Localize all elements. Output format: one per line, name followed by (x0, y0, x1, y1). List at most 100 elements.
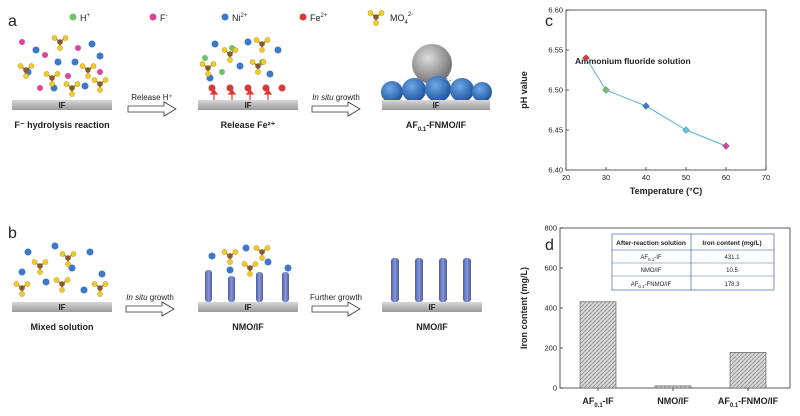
c-point-3 (682, 126, 690, 134)
chart-c-annotation: Ammonium fluoride solution (575, 56, 691, 66)
table-row-3-value: 178.3 (724, 282, 740, 288)
b-step2-caption: NMO/IF (232, 322, 264, 332)
d-bar-1 (654, 385, 692, 389)
a-arrow1-label: Release H⁺ (131, 93, 173, 102)
a-arrow2-icon (311, 101, 361, 117)
legend-ni2: Ni2+ (232, 13, 248, 23)
c-ytick-label-4: 6.60 (548, 6, 563, 15)
chart-d-ylabel: Iron content (mg/L) (519, 267, 529, 349)
table-row-3-name: AF0.1-FNMO/IF (631, 282, 672, 289)
c-xtick-label-5: 70 (762, 173, 770, 182)
d-ytick-label-3: 600 (544, 264, 557, 273)
c-ytick-label-2: 6.50 (548, 86, 563, 95)
panel-label-a: a (8, 13, 17, 30)
d-category-label-2: AF0.1-FNMO/IF (718, 396, 779, 409)
b-arrow-2: Further growth (310, 293, 362, 317)
d-category-label-0: AF0.1-IF (582, 396, 614, 409)
table-header-solution: After-reaction solution (616, 240, 686, 247)
a-step3-scene: IF AF0.1-FNMO/IF (381, 44, 492, 133)
chart-c-frame (565, 9, 767, 171)
a-substrate-2 (198, 100, 298, 110)
b-step1-scene: IF Mixed solution (12, 242, 112, 332)
ni-dot-icon (221, 13, 229, 21)
b-arrow2-icon (311, 301, 361, 317)
table-row-2-name: NMO/IF (641, 268, 662, 274)
mo4-molecule-icon (367, 9, 385, 27)
d-ytick-label-2: 400 (544, 304, 557, 313)
b-substrate-2 (198, 302, 298, 312)
d-bar-0 (579, 301, 617, 389)
chart-c-xlabel: Temperature (°C) (630, 186, 702, 196)
a-arrow-2: In situ growth (311, 93, 361, 117)
c-point-2 (642, 102, 650, 110)
a-substrate-1 (12, 100, 112, 110)
sem-sphere-inset (412, 44, 452, 84)
c-xtick-label-2: 40 (642, 173, 650, 182)
c-point-4 (722, 142, 730, 150)
b-step3-scene: IF NMO/IF (382, 258, 482, 332)
a-arrow2-label: In situ growth (312, 93, 360, 102)
b-substrate-3-label: IF (428, 303, 435, 312)
c-xtick-label-1: 30 (602, 173, 610, 182)
chart-d-table: After-reaction solution Iron content (mg… (611, 233, 775, 291)
a-substrate-3-label: IF (432, 101, 439, 110)
table-row-2-value: 10.5 (726, 268, 738, 274)
a-step1-caption: F⁻ hydrolysis reaction (14, 120, 109, 130)
panel-a: IF F⁻ hydrolysis reaction Release H⁺ (12, 34, 492, 133)
legend-mo4: MO42- (390, 12, 413, 26)
b-arrow-1: In situ growth (125, 293, 175, 317)
a-substrate-3 (382, 100, 490, 110)
panel-b: IF Mixed solution In situ growth IF NMO/… (12, 242, 482, 332)
b-substrate-2-label: IF (244, 303, 251, 312)
d-bar-2 (729, 352, 767, 389)
panel-label-d: d (545, 237, 554, 254)
c-xtick-label-3: 50 (682, 173, 690, 182)
b-arrow1-label: In situ growth (126, 293, 174, 302)
h-plus-dot-icon (69, 13, 77, 21)
b-arrow2-label: Further growth (310, 293, 362, 302)
b-arrow1-icon (125, 301, 175, 317)
d-ytick-label-0: 0 (553, 384, 557, 393)
f-minus-dot-icon (149, 13, 157, 21)
c-ytick-label-3: 6.55 (548, 46, 563, 55)
table-header-iron: Iron content (mg/L) (702, 240, 761, 247)
chart-c: Ammonium fluoride solution Temperature (… (519, 6, 770, 197)
chart-c-ylabel: pH value (519, 71, 529, 109)
b-substrate-3 (382, 302, 482, 312)
d-ytick-label-4: 800 (544, 224, 557, 233)
fe-dot-icon (299, 13, 307, 21)
a-step2-scene: IF Release Fe²⁺ (198, 36, 298, 130)
table-row-1-name: AF0.1-IF (640, 255, 662, 262)
c-xtick-label-0: 20 (562, 173, 570, 182)
legend: H+ F- Ni2+ Fe2+ MO42- (69, 9, 413, 27)
c-xtick-label-4: 60 (722, 173, 730, 182)
d-category-label-1: NMO/IF (657, 396, 689, 406)
a-substrate-2-label: IF (244, 101, 251, 110)
legend-h-plus: H+ (80, 13, 91, 23)
b-substrate-1-label: IF (58, 303, 65, 312)
b-step3-caption: NMO/IF (416, 322, 448, 332)
b-step2-scene: IF NMO/IF (198, 244, 298, 332)
a-step3-caption: AF0.1-FNMO/IF (406, 120, 467, 133)
legend-f-minus: F- (160, 13, 168, 23)
chart-d: Iron content (mg/L) After-reaction solut… (519, 224, 791, 409)
d-ytick-label-1: 200 (544, 344, 557, 353)
c-ytick-label-0: 6.40 (548, 166, 563, 175)
c-ytick-label-1: 6.45 (548, 126, 563, 135)
a-step2-caption: Release Fe²⁺ (221, 120, 276, 130)
a-substrate-1-label: IF (58, 101, 65, 110)
a-arrow1-icon (127, 101, 177, 117)
a-arrow-1: Release H⁺ (127, 93, 177, 117)
panel-label-c: c (545, 13, 553, 30)
table-row-1-value: 431.1 (724, 255, 740, 261)
c-series-line (585, 57, 727, 147)
panel-label-b: b (8, 225, 17, 242)
c-point-1 (602, 86, 610, 94)
legend-fe2: Fe2+ (310, 13, 328, 23)
b-step1-caption: Mixed solution (31, 322, 94, 332)
b-substrate-1 (12, 302, 112, 312)
c-point-0 (582, 54, 590, 62)
a-step1-scene: IF F⁻ hydrolysis reaction (12, 34, 112, 130)
